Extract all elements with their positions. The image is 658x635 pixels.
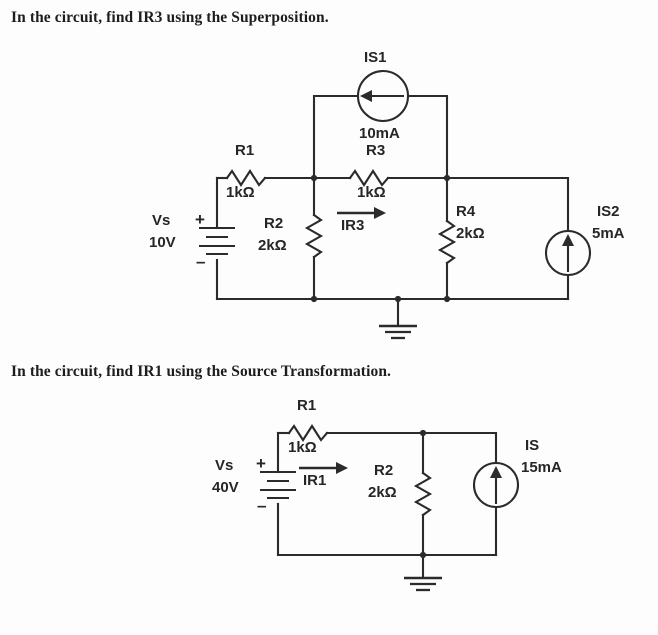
r1-label-2: R1 bbox=[297, 397, 317, 414]
is-value-2: 15mA bbox=[521, 459, 562, 476]
problem-2-prompt: In the circuit, find IR1 using the Sourc… bbox=[11, 363, 392, 380]
ground-icon bbox=[379, 324, 417, 340]
source-transformation-circuit-diagram: R1 1kΩ IR1 R2 2kΩ Vs 40V + – IS 15mA bbox=[0, 390, 658, 605]
circuit-2-svg bbox=[260, 424, 520, 592]
r2-label: R2 bbox=[264, 215, 284, 232]
ir1-label-2: IR1 bbox=[303, 472, 327, 489]
current-source-is1-symbol bbox=[356, 69, 410, 123]
junction-dots bbox=[310, 174, 451, 303]
is2-value: 5mA bbox=[592, 225, 625, 242]
is1-value: 10mA bbox=[359, 125, 400, 142]
vs-value: 10V bbox=[149, 234, 176, 251]
current-arrow-ir1-symbol-2 bbox=[299, 462, 348, 474]
r1-value: 1kΩ bbox=[226, 184, 255, 201]
vs-label: Vs bbox=[152, 212, 171, 229]
superposition-circuit-diagram: IS1 10mA R1 1kΩ R3 1kΩ IR3 R2 2kΩ R4 2kΩ… bbox=[0, 38, 658, 348]
current-source-is2-symbol bbox=[544, 229, 592, 277]
wire-is1-left bbox=[312, 94, 360, 180]
r4-value: 2kΩ bbox=[456, 225, 485, 242]
r3-label: R3 bbox=[366, 142, 386, 159]
is-label-2: IS bbox=[525, 437, 540, 454]
voltage-source-vs-symbol bbox=[199, 226, 235, 256]
ir3-label: IR3 bbox=[341, 217, 365, 234]
ground-icon-2 bbox=[404, 576, 442, 592]
current-source-is-symbol-2 bbox=[472, 461, 520, 509]
r4-label: R4 bbox=[456, 203, 476, 220]
vs-label-2: Vs bbox=[215, 457, 234, 474]
voltage-source-vs-symbol-2 bbox=[260, 470, 296, 500]
r2-label-2: R2 bbox=[374, 462, 394, 479]
circuit-1-svg bbox=[199, 69, 592, 340]
current-arrow-ir3-symbol bbox=[337, 207, 386, 219]
wire-is1-right bbox=[406, 94, 449, 180]
is2-label: IS2 bbox=[597, 203, 620, 220]
is1-label: IS1 bbox=[364, 49, 387, 66]
resistor-r2-symbol bbox=[304, 213, 324, 259]
wire-to-is-2 bbox=[421, 431, 498, 465]
r2-value-2: 2kΩ bbox=[368, 484, 397, 501]
r2-value: 2kΩ bbox=[258, 237, 287, 254]
r1-value-2: 1kΩ bbox=[288, 439, 317, 456]
resistor-r1-symbol-2 bbox=[287, 424, 329, 442]
resistor-r3-symbol bbox=[348, 169, 390, 187]
vs-plus-sign: + bbox=[195, 210, 205, 229]
vs-minus-sign: – bbox=[196, 252, 206, 271]
resistor-r2-symbol-2 bbox=[413, 471, 433, 517]
vs-minus-sign-2: – bbox=[257, 496, 267, 515]
junction-dots-2 bbox=[419, 429, 427, 559]
resistor-r1-symbol bbox=[225, 169, 267, 187]
vs-plus-sign-2: + bbox=[256, 454, 266, 473]
r1-label: R1 bbox=[235, 142, 255, 159]
problem-1-prompt: In the circuit, find IR3 using the Super… bbox=[11, 9, 329, 26]
vs-value-2: 40V bbox=[212, 479, 239, 496]
wire-to-is2 bbox=[445, 176, 570, 233]
r3-value: 1kΩ bbox=[357, 184, 386, 201]
resistor-r4-symbol bbox=[437, 219, 457, 265]
